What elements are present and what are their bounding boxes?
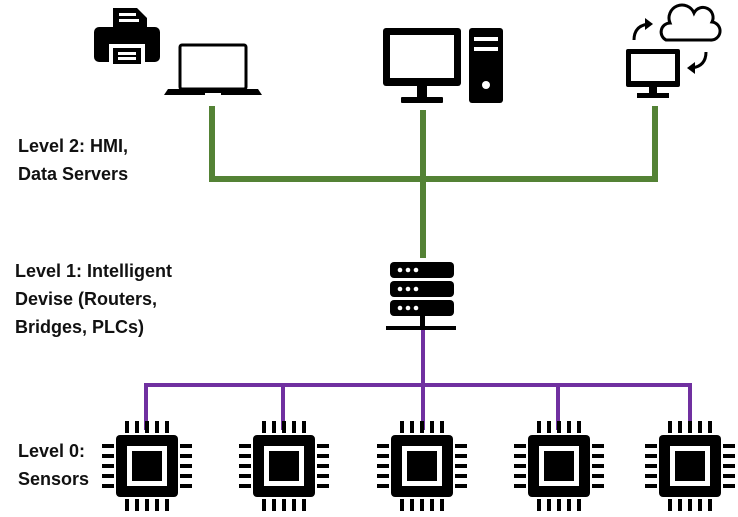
level1-label-line2: Devise (Routers, — [15, 289, 158, 309]
microchip-icon — [102, 421, 192, 511]
microchip-icon — [514, 421, 604, 511]
level2-label-line2: Data Servers — [18, 164, 129, 184]
printer-icon — [94, 8, 160, 66]
level2-network-lines — [209, 106, 658, 258]
level1-label-line1: Level 1: Intelligent — [15, 261, 173, 281]
microchip-icon — [239, 421, 329, 511]
cloud-sync-computer-icon — [626, 3, 722, 98]
level2-label: Level 2: HMI, Data Servers — [18, 132, 128, 188]
desktop-computer-icon — [383, 28, 503, 103]
level0-network-lines — [144, 328, 692, 430]
level0-label-line1: Level 0: — [18, 441, 86, 461]
laptop-icon — [164, 43, 262, 95]
server-rack-icon — [386, 262, 456, 330]
microchip-icon — [377, 421, 467, 511]
level1-label: Level 1: Intelligent Devise (Routers, Br… — [15, 257, 172, 341]
level0-label-line2: Sensors — [18, 469, 90, 489]
level0-label: Level 0: Sensors — [18, 437, 89, 493]
level2-label-line1: Level 2: HMI, — [18, 136, 129, 156]
microchip-icon — [645, 421, 735, 511]
level1-label-line3: Bridges, PLCs) — [15, 317, 145, 337]
